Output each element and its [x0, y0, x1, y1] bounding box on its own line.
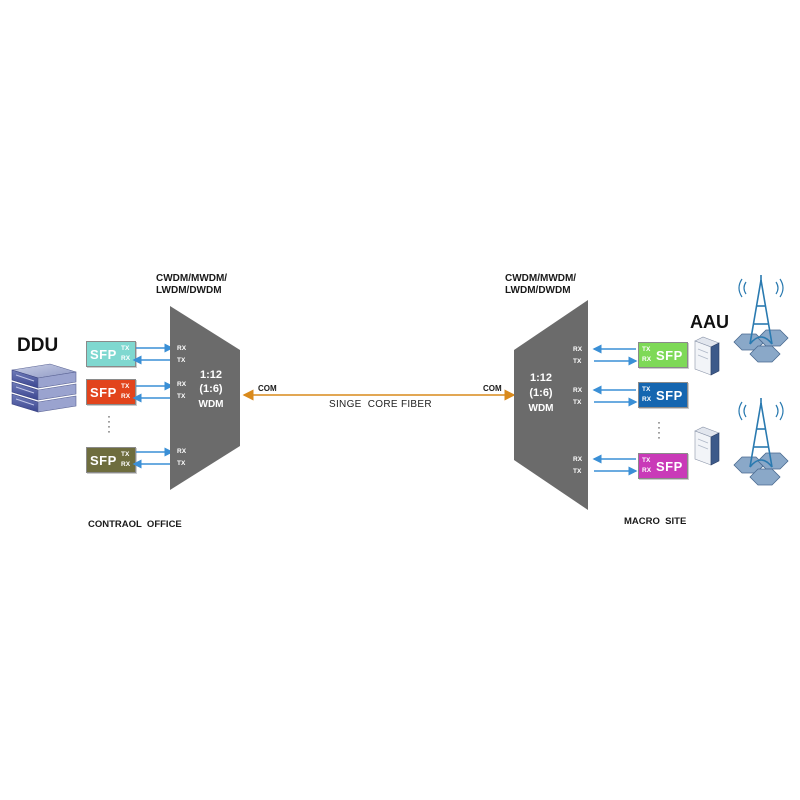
left-sfp-3-label: SFP [90, 453, 117, 468]
right-sfp-1-rx: RX [642, 356, 652, 363]
right-sfp-2-rx: RX [642, 396, 652, 403]
fiber-label: SINGE CORE FIBER [329, 399, 432, 410]
left-wdm-body [170, 306, 240, 490]
right-port-1-tx: TX [573, 358, 582, 365]
right-wdm-ratio: 1:12 [529, 372, 553, 384]
right-port-2-tx: TX [573, 399, 582, 406]
left-sfp-2: SFP TX RX [86, 379, 136, 405]
right-port-3-rx: RX [573, 456, 583, 463]
right-link-arrows [592, 344, 638, 476]
right-com-label: COM [483, 384, 502, 393]
left-link-arrows [132, 343, 174, 469]
left-ellipsis: ···· [107, 409, 111, 438]
left-port-1-rx: RX [177, 345, 187, 352]
right-sfp-1-tx: TX [642, 346, 651, 353]
right-site-label: MACRO SITE [624, 516, 687, 527]
left-sfp-3-rx: RX [121, 461, 131, 468]
aau-label: AAU [690, 312, 729, 332]
right-sfp-2: TX RX SFP [638, 382, 688, 408]
left-sfp-1-label: SFP [90, 347, 117, 362]
left-wdm-type-line2: LWDM/DWDM [156, 285, 222, 296]
left-sfp-2-label: SFP [90, 385, 117, 400]
left-sfp-1: SFP TX RX [86, 341, 136, 367]
ddu-server-icon [11, 363, 77, 413]
right-wdm-ratio-alt: (1:6) [529, 387, 553, 399]
right-sfp-3: TX RX SFP [638, 453, 688, 479]
right-sfp-1: TX RX SFP [638, 342, 688, 368]
right-sfp-1-label: SFP [656, 348, 683, 363]
right-sfp-2-tx: TX [642, 386, 651, 393]
cell-tower-icon-top [733, 275, 789, 363]
aau-unit-icon-bottom [694, 426, 720, 466]
right-sfp-3-tx: TX [642, 457, 651, 464]
left-port-2-tx: TX [177, 393, 186, 400]
right-port-3-tx: TX [573, 468, 582, 475]
left-sfp-2-rx: RX [121, 393, 131, 400]
left-sfp-1-tx: TX [121, 345, 130, 352]
left-sfp-2-tx: TX [121, 383, 130, 390]
right-sfp-2-label: SFP [656, 388, 683, 403]
right-port-2-rx: RX [573, 387, 583, 394]
left-wdm-type-line1: CWDM/MWDM/ [156, 273, 228, 284]
left-port-1-tx: TX [177, 357, 186, 364]
left-wdm-ratio-alt: (1:6) [199, 383, 223, 395]
left-port-2-rx: RX [177, 381, 187, 388]
left-com-label: COM [258, 384, 277, 393]
left-wdm-ratio: 1:12 [199, 369, 223, 381]
left-port-3-rx: RX [177, 448, 187, 455]
right-wdm-type-line1: CWDM/MWDM/ [505, 273, 577, 284]
left-site-label: CONTRAOL OFFICE [88, 519, 182, 530]
left-sfp-3-tx: TX [121, 451, 130, 458]
aau-unit-icon-top [694, 336, 720, 376]
left-sfp-1-rx: RX [121, 355, 131, 362]
cell-tower-icon-bottom [733, 398, 789, 486]
right-sfp-3-rx: RX [642, 467, 652, 474]
right-ellipsis: ···· [657, 415, 661, 444]
left-port-3-tx: TX [177, 460, 186, 467]
left-sfp-3: SFP TX RX [86, 447, 136, 473]
single-core-fiber [242, 389, 516, 401]
left-wdm-label: WDM [198, 399, 224, 410]
right-sfp-3-label: SFP [656, 459, 683, 474]
right-port-1-rx: RX [573, 346, 583, 353]
ddu-label: DDU [17, 335, 59, 356]
right-wdm-type-line2: LWDM/DWDM [505, 285, 571, 296]
right-wdm-label: WDM [528, 403, 554, 414]
right-wdm-body [514, 300, 588, 510]
